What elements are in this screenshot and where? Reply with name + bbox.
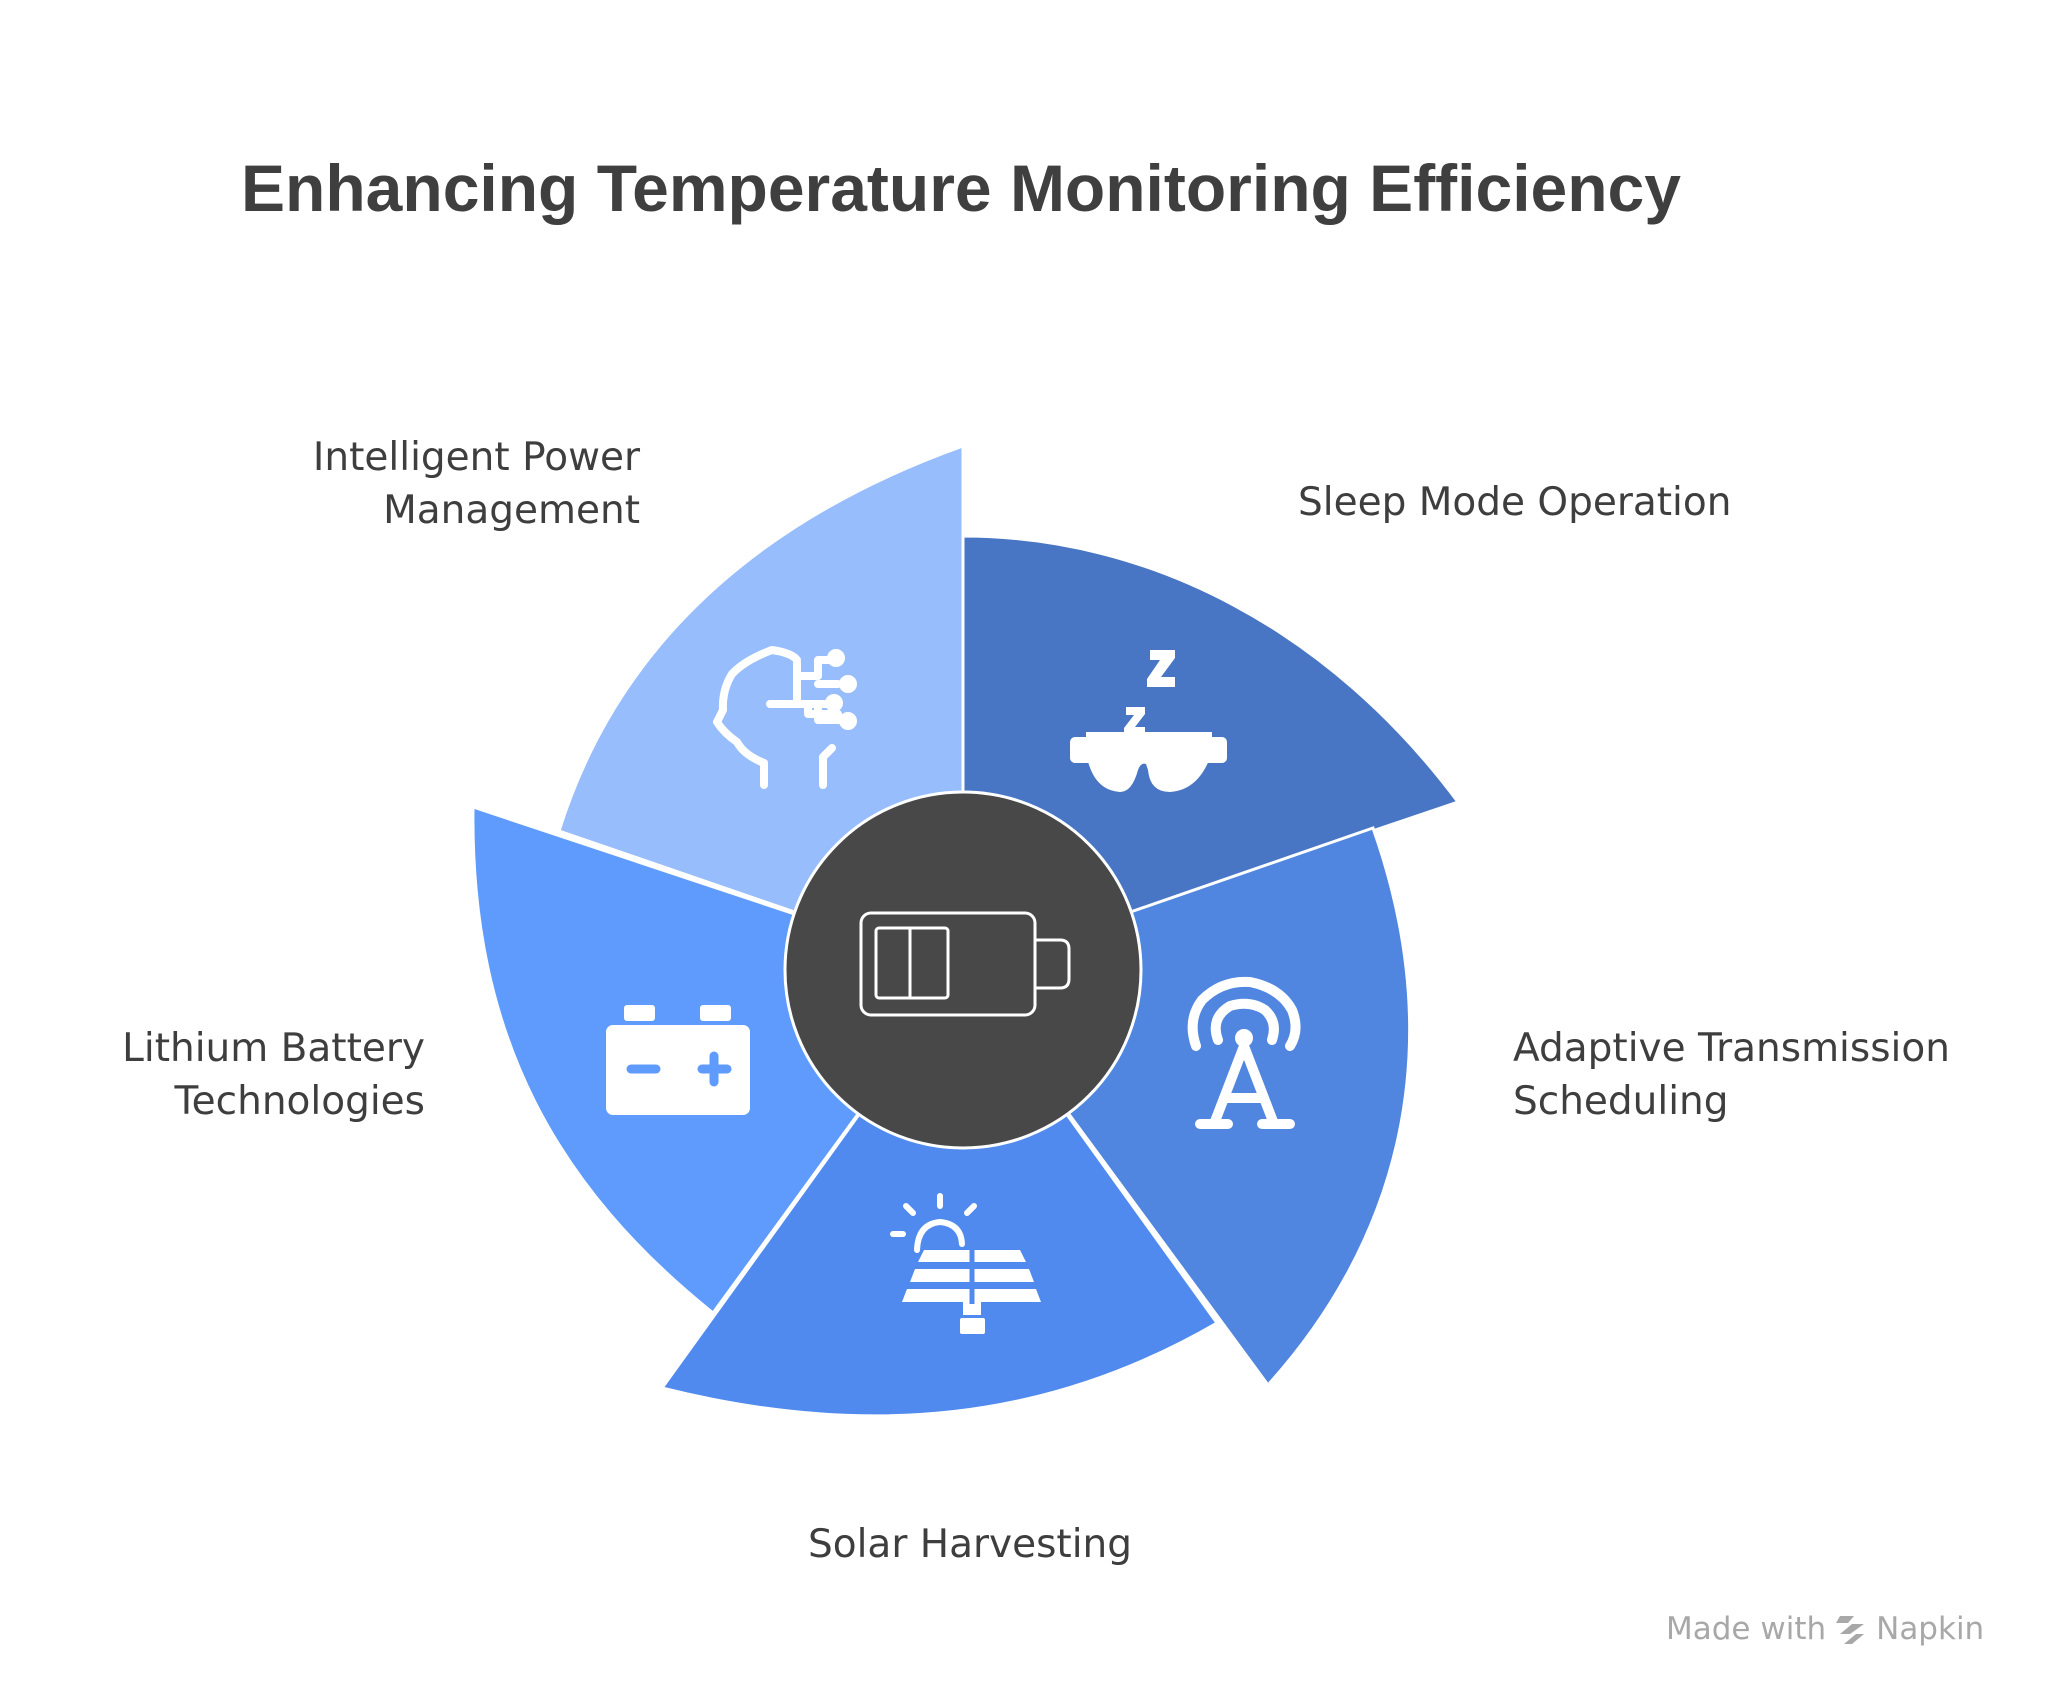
antenna-center-dot <box>1235 1029 1253 1047</box>
label-solar-harvesting-line-1: Solar Harvesting <box>807 1522 1133 1567</box>
battery-low-icon <box>859 911 1071 1017</box>
label-sleep-mode-line-1: Sleep Mode Operation <box>1298 480 1732 525</box>
napkin-watermark: Made with Napkin <box>1666 1604 1984 1654</box>
label-intelligent-power-line-2: Management <box>383 488 640 533</box>
label-lithium-battery-line-1: Lithium Battery <box>122 1026 425 1071</box>
label-lithium-battery: Lithium Battery Technologies <box>60 1022 425 1128</box>
watermark-brand: Napkin <box>1876 1611 1985 1647</box>
brain-circuit-icon <box>713 646 842 789</box>
center-hub <box>783 790 1143 1150</box>
label-lithium-battery-line-2: Technologies <box>174 1079 425 1124</box>
brain-circuit-nodes <box>825 649 857 730</box>
label-intelligent-power: Intelligent Power Management <box>240 431 640 537</box>
label-intelligent-power-line-1: Intelligent Power <box>312 435 640 480</box>
car-battery-icon <box>606 1005 750 1115</box>
solar-panel-icon <box>890 1193 1041 1334</box>
diagram-title: Enhancing Temperature Monitoring Efficie… <box>241 151 1681 225</box>
label-adaptive-transmission-line-2: Scheduling <box>1513 1079 1729 1124</box>
sleep-mask-icon <box>1070 650 1227 792</box>
label-adaptive-transmission: Adaptive Transmission Scheduling <box>1513 1022 1950 1128</box>
watermark-prefix: Made with <box>1666 1611 1827 1647</box>
label-sleep-mode: Sleep Mode Operation <box>1298 476 1731 529</box>
label-solar-harvesting: Solar Harvesting <box>770 1518 1170 1571</box>
antenna-signal-icon <box>1187 976 1301 1129</box>
label-adaptive-transmission-line-1: Adaptive Transmission <box>1513 1026 1950 1071</box>
napkin-logo-icon <box>1836 1616 1865 1644</box>
segment-solar-harvesting <box>659 967 1220 1418</box>
